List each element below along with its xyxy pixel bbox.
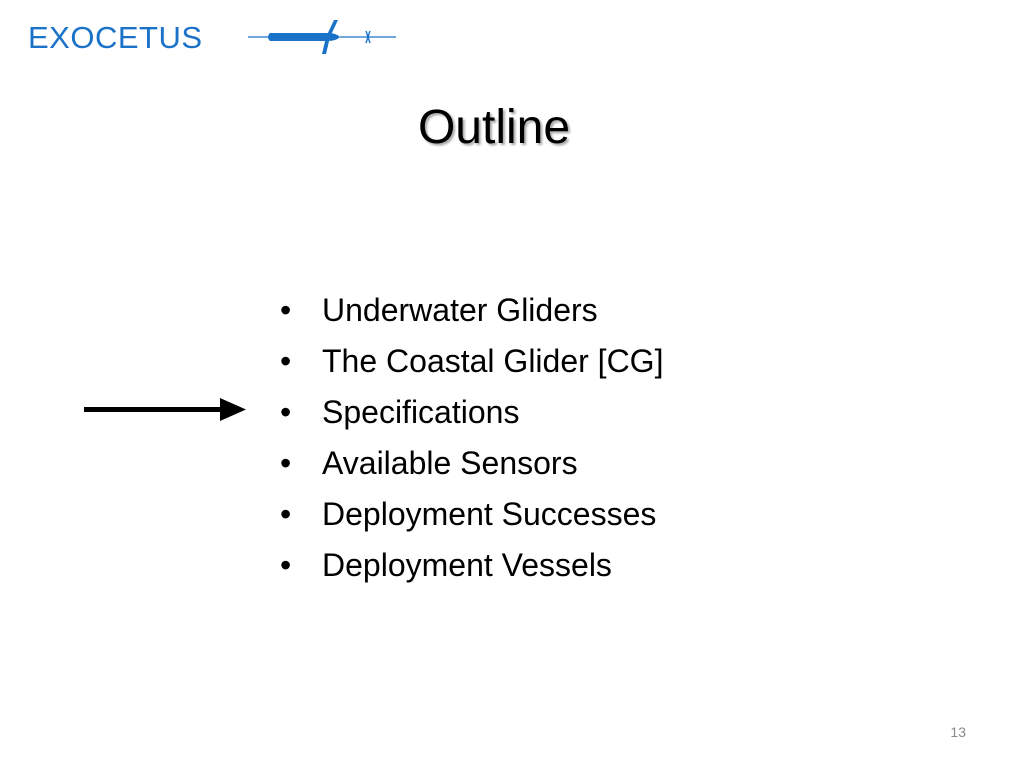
logo-text: EXOCETUS — [28, 20, 203, 55]
outline-list: • Underwater Gliders • The Coastal Glider … — [280, 288, 663, 594]
outline-item-label: The Coastal Glider [CG] — [322, 343, 664, 379]
bullet-dot: • — [280, 547, 292, 583]
outline-item: • Deployment Successes — [280, 492, 663, 543]
glider-icon — [248, 20, 396, 54]
outline-item-label: Underwater Gliders — [322, 292, 598, 328]
outline-item: • Deployment Vessels — [280, 543, 663, 594]
bullet-dot: • — [280, 292, 292, 328]
outline-item-label: Available Sensors — [322, 445, 578, 481]
bullet-dot: • — [280, 496, 292, 532]
page-number: 13 — [950, 724, 966, 740]
outline-item-current: • Specifications — [280, 390, 663, 441]
bullet-dot: • — [280, 343, 292, 379]
outline-item: • Available Sensors — [280, 441, 663, 492]
outline-item-label: Deployment Vessels — [322, 547, 612, 583]
arrow-right-icon — [84, 398, 246, 421]
slide-title: Outline — [417, 101, 571, 154]
outline-item-label: Deployment Successes — [322, 496, 657, 532]
bullet-dot: • — [280, 445, 292, 481]
outline-item: • Underwater Gliders — [280, 288, 663, 339]
bullet-dot: • — [280, 394, 292, 430]
outline-item: • The Coastal Glider [CG] — [280, 339, 663, 390]
outline-item-label: Specifications — [322, 394, 520, 430]
